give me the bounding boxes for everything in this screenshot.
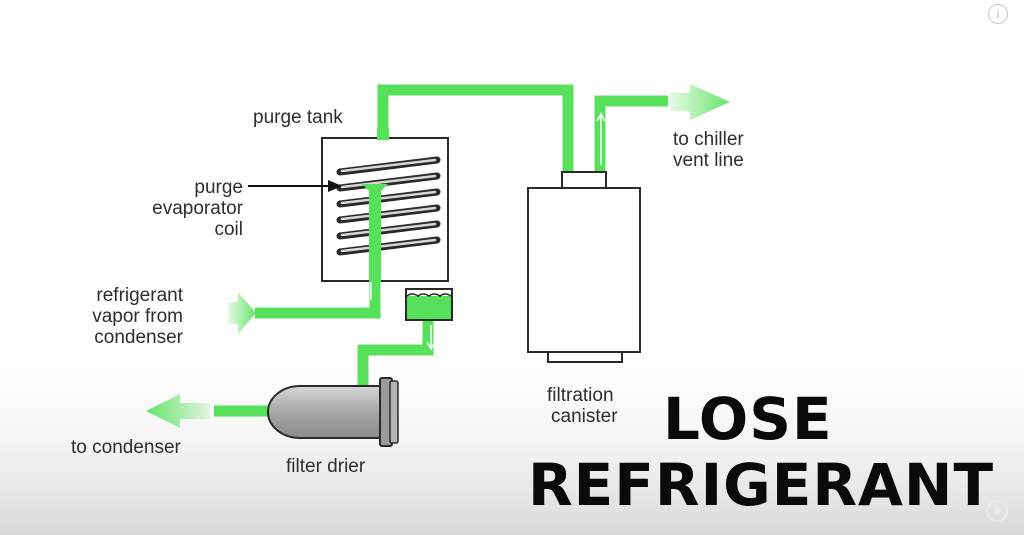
pipe-canister-to-vent bbox=[594, 95, 668, 172]
label-to-chiller: to chiller bbox=[673, 129, 744, 150]
background-fade bbox=[0, 330, 1024, 535]
label-filter-drier: filter drier bbox=[286, 456, 366, 477]
label-purge-coil-3: coil bbox=[214, 219, 243, 240]
label-vent-line: vent line bbox=[673, 150, 744, 171]
label-filtration: filtration bbox=[547, 385, 614, 406]
label-purge-coil-1: purge bbox=[194, 177, 243, 198]
filter-drier-cap bbox=[389, 380, 399, 444]
label-purge-tank: purge tank bbox=[253, 107, 343, 128]
label-refrigerant-3: condenser bbox=[94, 327, 183, 348]
arrow-out-to-vent bbox=[670, 84, 730, 120]
label-refrigerant-1: refrigerant bbox=[96, 285, 183, 306]
arrow-in-from-condenser bbox=[228, 292, 256, 334]
pipe-network bbox=[214, 84, 668, 417]
caption-line-2: REFRIGERANT bbox=[528, 451, 995, 519]
reservoir-liquid-surface bbox=[406, 293, 452, 297]
vapor-path-head bbox=[362, 184, 388, 197]
coil-pointer-head bbox=[328, 180, 342, 192]
pipe-tank-to-canister bbox=[377, 84, 574, 172]
vapor-path-in-tank bbox=[369, 186, 381, 282]
canister-base bbox=[547, 351, 623, 363]
coil-highlights bbox=[340, 158, 437, 253]
arrow-out-to-condenser bbox=[146, 394, 210, 428]
pipe-reservoir-to-drier bbox=[357, 318, 434, 388]
flow-arrow-vent-head bbox=[596, 112, 606, 122]
info-icon[interactable]: i bbox=[988, 4, 1008, 24]
tank-outlet-stub bbox=[377, 128, 389, 140]
flow-arrow-top-head bbox=[504, 72, 514, 82]
reservoir-liquid bbox=[407, 296, 451, 319]
filtration-canister bbox=[527, 187, 641, 353]
filter-drier bbox=[267, 385, 381, 439]
label-to-condenser: to condenser bbox=[71, 437, 181, 458]
external-arrows bbox=[146, 84, 730, 428]
label-purge-coil-2: evaporator bbox=[152, 198, 243, 219]
channel-logo-icon bbox=[986, 500, 1008, 522]
label-canister: canister bbox=[551, 406, 618, 427]
flow-arrow-drain-head bbox=[426, 341, 436, 351]
caption-line-1: LOSE bbox=[663, 385, 833, 453]
label-refrigerant-2: vapor from bbox=[92, 306, 183, 327]
